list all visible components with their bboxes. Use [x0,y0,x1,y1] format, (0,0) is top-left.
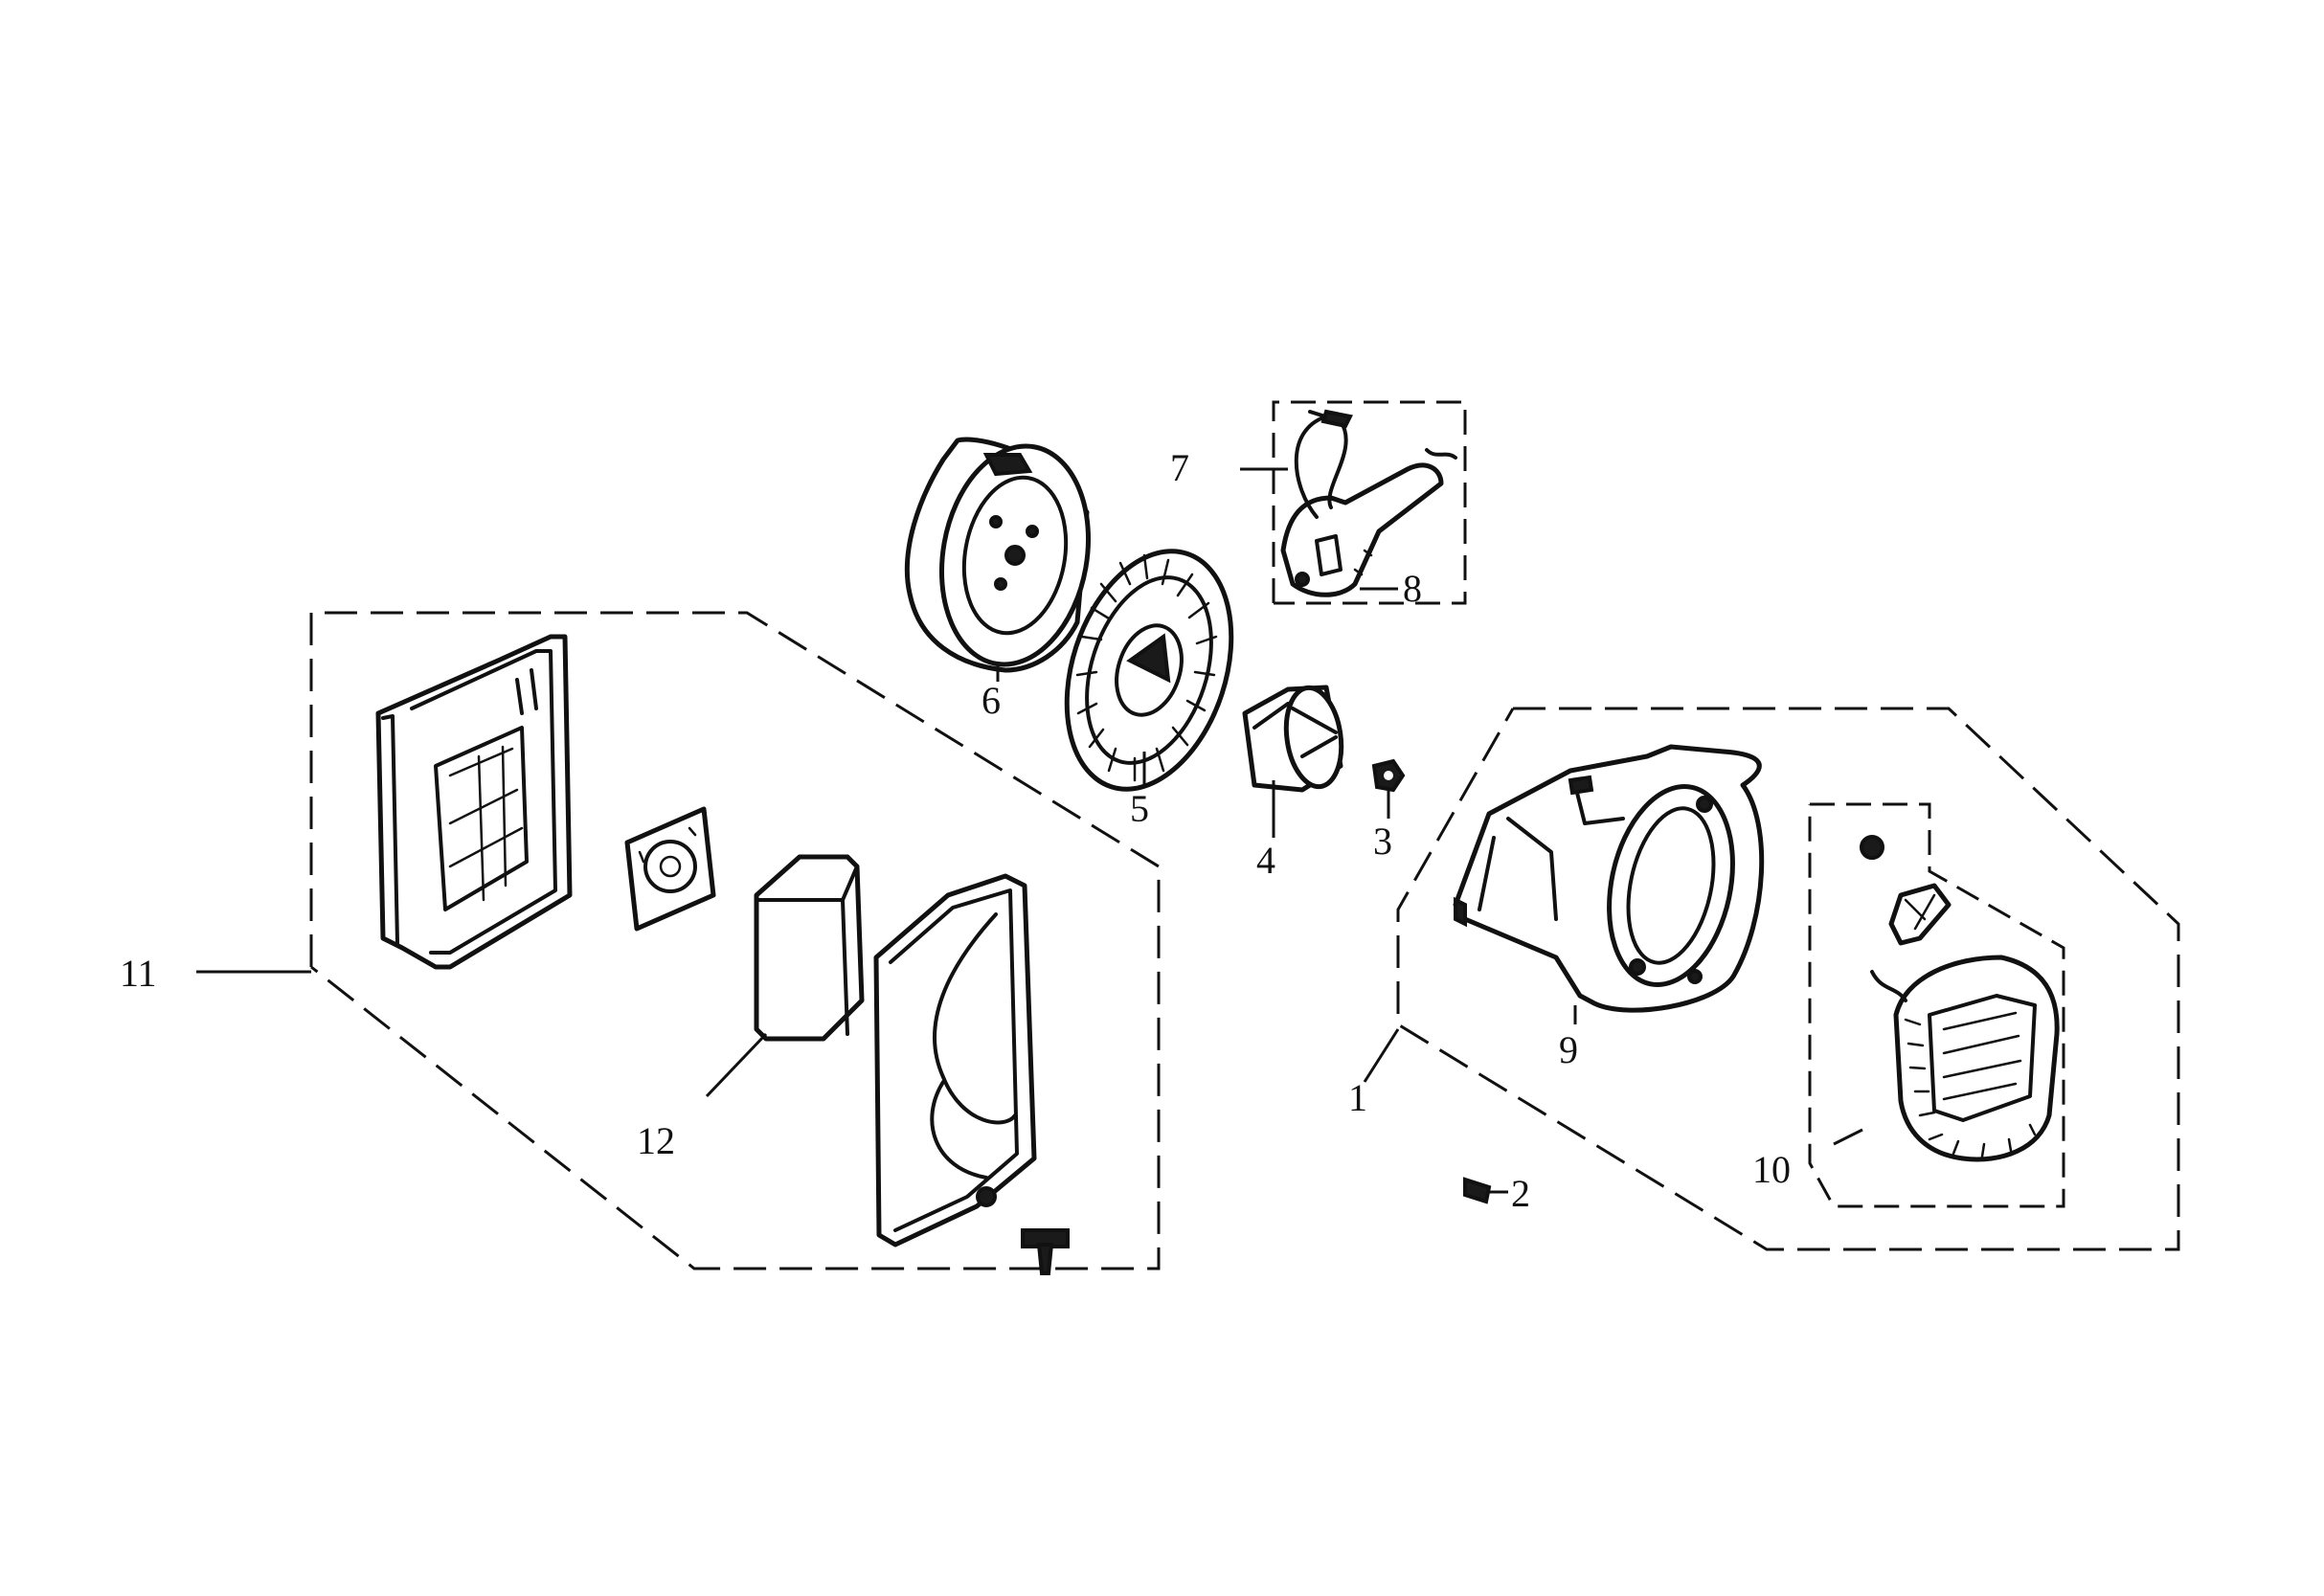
recoil-starter-cover [1870,955,2060,1162]
starter-pawl [1888,883,1952,946]
air-filter-element [754,854,865,1042]
callout-1: 1 [1348,1076,1367,1119]
cover-screw [1021,1228,1070,1275]
air-filter-base-housing [375,634,573,970]
air-filter-group-boundary [309,611,1161,1270]
callout-9: 9 [1559,1028,1578,1071]
flywheel [904,437,1092,682]
callout-3: 3 [1373,820,1392,863]
air-filter-cover [873,873,1037,1248]
callout-12: 12 [637,1119,675,1162]
callout-5: 5 [1130,787,1149,830]
housing-screw [1463,1177,1508,1204]
fan-housing [1453,744,1765,1024]
callout-2: 2 [1511,1172,1530,1215]
ignition-coil-assembly [1240,400,1467,605]
air-filter-gasket [624,806,716,932]
callout-8: 8 [1403,567,1422,610]
callout-labels: 1 2 3 4 5 6 7 8 9 10 11 12 [120,446,1791,1215]
recoil-starter-boundary [1808,802,2065,1208]
air-filter-assembly-group [196,611,1161,1275]
callout-10: 10 [1752,1148,1791,1191]
flywheel-nut [1371,758,1406,819]
leader-12 [705,1032,768,1098]
starter-cup [1242,685,1344,838]
recoil-starter-subgroup [1808,802,2065,1208]
leader-10 [1833,1128,1863,1146]
recoil-group-boundary [1396,707,2180,1251]
recoil-starter-assembly-group [1363,707,2180,1251]
cooling-fan [1064,549,1234,792]
leader-1 [1363,1028,1400,1083]
callout-6: 6 [981,679,1001,722]
callout-7: 7 [1170,446,1189,489]
callout-11: 11 [120,952,157,995]
callout-4: 4 [1256,839,1275,882]
starter-bolt [1860,835,1884,860]
